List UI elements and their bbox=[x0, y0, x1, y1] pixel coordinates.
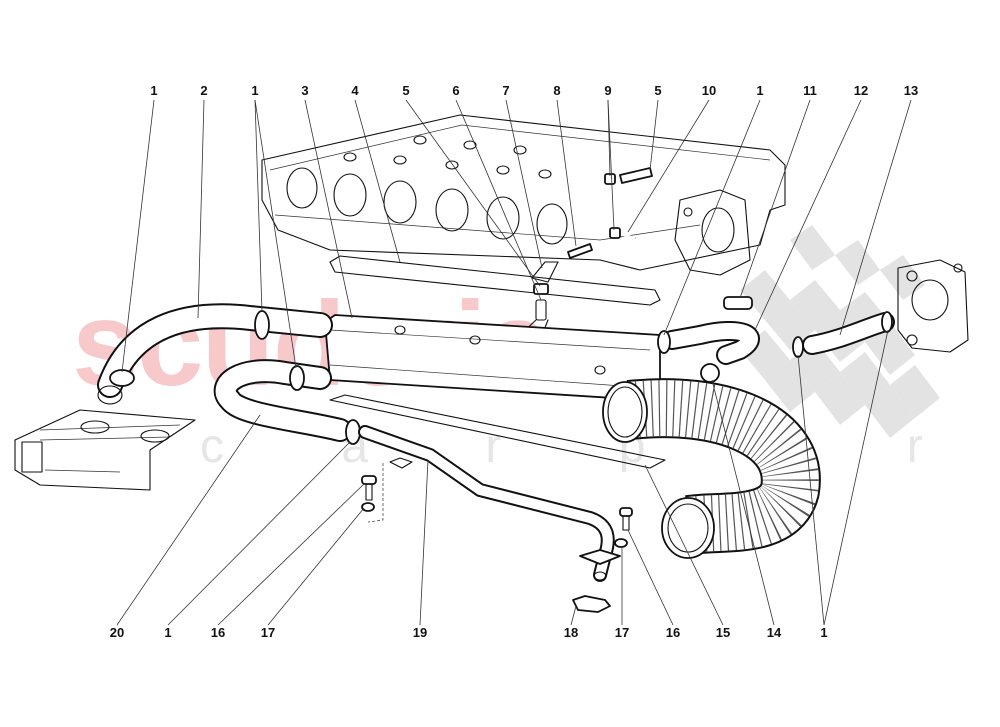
callout-label: 1 bbox=[164, 625, 171, 640]
bolt-left bbox=[361, 475, 377, 512]
upper-left-hose bbox=[97, 303, 333, 405]
callout-label: 14 bbox=[767, 625, 782, 640]
lower-pipe bbox=[358, 425, 621, 582]
callout-label: 9 bbox=[604, 83, 611, 98]
callout-label: 1 bbox=[150, 83, 157, 98]
callout-label: 5 bbox=[402, 83, 409, 98]
callout-label: 3 bbox=[301, 83, 308, 98]
coolant-rail bbox=[324, 314, 666, 469]
callout-label: 13 bbox=[904, 83, 918, 98]
bolt-right bbox=[614, 507, 633, 548]
timing-cover bbox=[14, 409, 196, 491]
callout-label: 15 bbox=[716, 625, 730, 640]
callout-label: 4 bbox=[351, 83, 359, 98]
leader-lines bbox=[116, 99, 912, 626]
gasket bbox=[329, 255, 661, 306]
callout-label: 11 bbox=[803, 83, 817, 98]
corrugated-duct bbox=[602, 378, 821, 559]
callout-label: 20 bbox=[110, 625, 124, 640]
cylinder-head bbox=[261, 114, 786, 276]
callout-label: 16 bbox=[211, 625, 225, 640]
flange-gasket bbox=[572, 595, 611, 613]
callout-label: 8 bbox=[553, 83, 560, 98]
callout-label: 17 bbox=[261, 625, 275, 640]
right-hoses bbox=[657, 296, 895, 383]
callout-label: 5 bbox=[654, 83, 661, 98]
callout-label: 1 bbox=[756, 83, 763, 98]
callouts-bottom: 20 1 16 17 19 18 17 16 15 14 1 bbox=[110, 625, 828, 640]
callout-label: 1 bbox=[251, 83, 258, 98]
callout-label: 10 bbox=[702, 83, 716, 98]
lower-left-hose bbox=[213, 359, 361, 445]
callout-label: 18 bbox=[564, 625, 578, 640]
water-pump-housing bbox=[897, 259, 969, 353]
callout-label: 2 bbox=[200, 83, 207, 98]
callout-label: 1 bbox=[820, 625, 827, 640]
callout-label: 7 bbox=[502, 83, 509, 98]
bypass-pipe bbox=[567, 167, 653, 259]
callout-label: 17 bbox=[615, 625, 629, 640]
callout-label: 12 bbox=[854, 83, 868, 98]
callouts-top: 1 2 1 3 4 5 6 7 8 9 5 10 1 11 12 13 bbox=[150, 83, 918, 98]
callout-label: 16 bbox=[666, 625, 680, 640]
callout-label: 6 bbox=[452, 83, 459, 98]
callout-label: 19 bbox=[413, 625, 427, 640]
